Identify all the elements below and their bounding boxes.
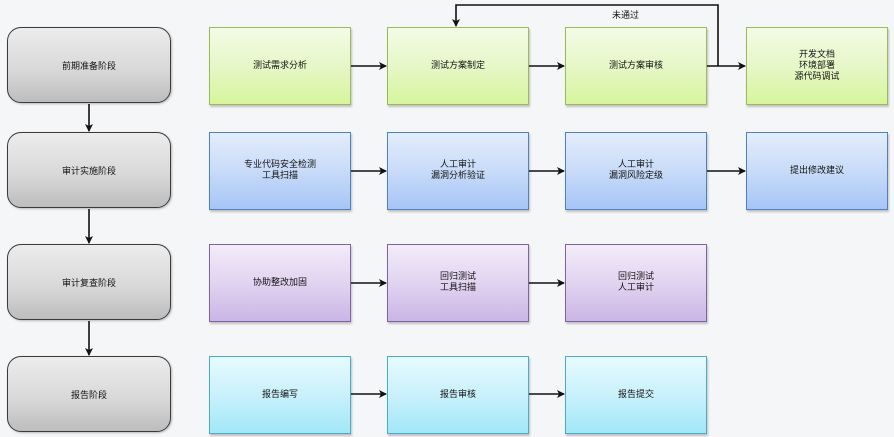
step-tool-scan: 专业代码安全检测 工具扫描 (209, 132, 351, 210)
step-manual-risk-rating: 人工审计 漏洞风险定级 (565, 132, 707, 210)
step-label: 提出修改建议 (789, 165, 844, 176)
stage-preparation: 前期准备阶段 (7, 27, 171, 103)
stage-label: 报告阶段 (70, 390, 107, 401)
step-report-submit: 报告提交 (565, 356, 707, 434)
step-report-writing: 报告编写 (209, 356, 351, 434)
step-fix-suggestions: 提出修改建议 (746, 132, 888, 210)
step-regression-tool-scan: 回归测试 工具扫描 (387, 244, 529, 322)
step-label: 测试方案制定 (430, 60, 485, 71)
step-label: 测试方案审核 (608, 60, 663, 71)
step-label: 人工审计 漏洞风险定级 (608, 160, 663, 181)
step-plan-formulation: 测试方案制定 (387, 27, 529, 105)
step-label: 报告提交 (617, 389, 654, 400)
stage-label: 审计复查阶段 (61, 278, 116, 289)
step-label: 报告审核 (439, 389, 476, 400)
step-label: 测试需求分析 (252, 60, 307, 71)
stage-audit-implementation: 审计实施阶段 (7, 132, 171, 208)
step-label: 协助整改加固 (252, 277, 307, 288)
step-dev-docs-env-debug: 开发文档 环境部署 源代码调试 (746, 27, 888, 105)
step-plan-review: 测试方案审核 (565, 27, 707, 105)
step-assist-remediation: 协助整改加固 (209, 244, 351, 322)
step-report-review: 报告审核 (387, 356, 529, 434)
stage-label: 审计实施阶段 (61, 166, 116, 177)
step-requirements-analysis: 测试需求分析 (209, 27, 351, 105)
step-regression-manual-audit: 回归测试 人工审计 (565, 244, 707, 322)
step-label: 报告编写 (261, 389, 298, 400)
feedback-loop-label: 未通过 (612, 11, 640, 21)
stage-audit-review: 审计复查阶段 (7, 244, 171, 320)
step-label: 人工审计 漏洞分析验证 (430, 160, 485, 181)
step-label: 专业代码安全检测 工具扫描 (243, 160, 316, 181)
stage-report: 报告阶段 (7, 356, 171, 432)
step-label: 回归测试 人工审计 (617, 272, 654, 293)
step-label: 回归测试 工具扫描 (439, 272, 476, 293)
step-manual-vuln-verify: 人工审计 漏洞分析验证 (387, 132, 529, 210)
stage-label: 前期准备阶段 (61, 61, 116, 72)
step-label: 开发文档 环境部署 源代码调试 (794, 49, 840, 82)
